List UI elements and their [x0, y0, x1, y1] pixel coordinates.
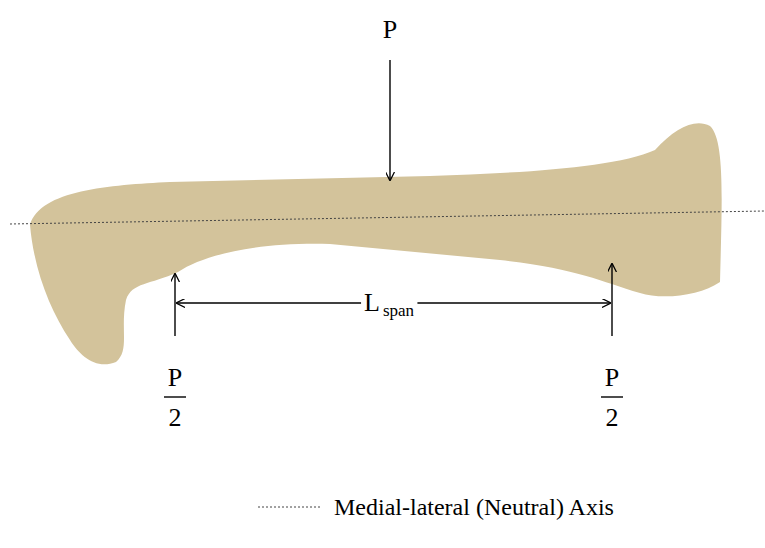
span-subscript: span — [380, 302, 417, 319]
legend-text: Medial-lateral (Neutral) Axis — [334, 495, 614, 519]
fraction-bar — [601, 396, 623, 397]
support-arrow — [174, 274, 175, 336]
bone-shape — [30, 123, 722, 364]
neutral-axis — [10, 211, 765, 224]
fraction-denominator: 2 — [606, 405, 619, 431]
fraction-denominator: 2 — [169, 405, 182, 431]
support-arrow — [611, 264, 612, 336]
load-label: P — [383, 17, 397, 43]
legend-line-sample — [258, 507, 322, 508]
fraction-bar — [164, 396, 186, 397]
load-arrow — [389, 60, 390, 180]
fraction-numerator: P — [168, 365, 182, 391]
fraction-numerator: P — [605, 365, 619, 391]
